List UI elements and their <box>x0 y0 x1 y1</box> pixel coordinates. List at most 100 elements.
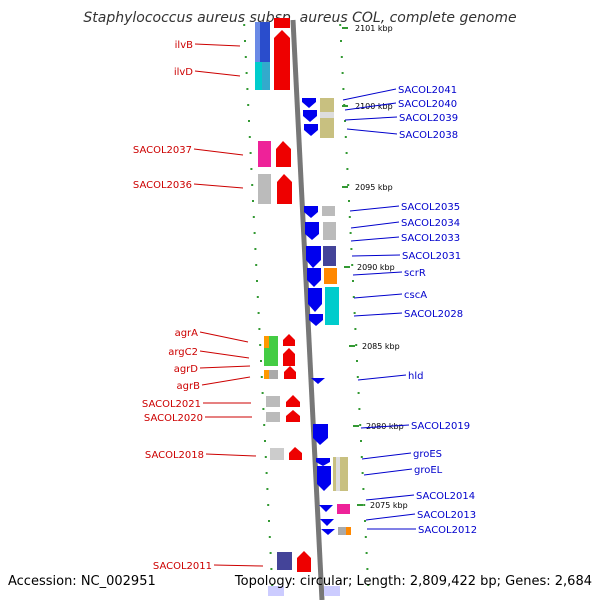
gene-label[interactable]: SACOL2037 <box>133 145 192 156</box>
gene-arrow-SACOL2012[interactable] <box>321 529 335 535</box>
tick-mark <box>356 360 358 362</box>
gene-arrow-top[interactable] <box>274 18 290 28</box>
gene-arrow-SACOL2036[interactable] <box>277 174 292 204</box>
gene-arrow-SACOL2011[interactable] <box>297 551 311 572</box>
tick-mark <box>366 568 369 570</box>
tick-mark <box>352 280 354 282</box>
gene-label[interactable]: SACOL2028 <box>404 309 463 320</box>
gene-arrow-SACOL2040[interactable] <box>303 110 317 122</box>
tick-mark <box>339 24 342 26</box>
gene-block-SACOL2012[interactable] <box>338 527 351 535</box>
gene-block-SACOL2021[interactable] <box>266 396 280 407</box>
gene-label[interactable]: cscA <box>404 290 427 301</box>
gene-label[interactable]: scrR <box>404 268 426 279</box>
gene-arrow-SACOL2019[interactable] <box>313 424 328 445</box>
gene-label[interactable]: agrA <box>175 328 199 339</box>
leader-line <box>357 374 407 381</box>
gene-arrow-agrA[interactable] <box>283 334 295 346</box>
gene-arrow-cscA[interactable] <box>308 288 322 312</box>
tick-mark <box>256 280 258 282</box>
tick-mark <box>367 584 370 586</box>
gene-arrow-groES[interactable] <box>316 458 330 466</box>
gene-block-SACOL2031[interactable] <box>323 246 336 266</box>
tick-mark <box>365 552 368 554</box>
gene-block-SACOL2037[interactable] <box>258 141 271 167</box>
gene-block-SACOL2020[interactable] <box>266 412 280 422</box>
gene-label[interactable]: SACOL2014 <box>416 491 475 502</box>
gene-block-argC2[interactable] <box>264 348 278 366</box>
gene-label[interactable]: ilvB <box>175 40 193 51</box>
gene-block-shade <box>255 22 260 62</box>
tick-mark <box>347 184 350 186</box>
gene-arrow-SACOL2018[interactable] <box>289 447 302 460</box>
gene-arrow-ilvD[interactable] <box>274 62 290 90</box>
gene-arrow-agrD[interactable] <box>284 366 296 379</box>
gene-label[interactable]: SACOL2040 <box>398 99 457 110</box>
gene-label[interactable]: SACOL2013 <box>417 510 476 521</box>
gene-label[interactable]: groES <box>413 449 442 460</box>
gene-label[interactable]: SACOL2035 <box>401 202 460 213</box>
tick-mark <box>353 312 356 314</box>
gene-block-cscA[interactable] <box>325 287 339 325</box>
gene-arrow-SACOL2037[interactable] <box>276 141 291 167</box>
gene-arrow-hld[interactable] <box>311 378 325 384</box>
gene-arrow-SACOL2013[interactable] <box>320 519 334 526</box>
tick-mark <box>265 472 268 474</box>
tick-mark <box>350 248 353 250</box>
gene-arrow-SACOL2028[interactable] <box>309 314 323 326</box>
gene-block-SACOL2036[interactable] <box>258 174 271 204</box>
gene-arrow-SACOL2035[interactable] <box>304 206 318 218</box>
gene-label[interactable]: SACOL2038 <box>399 130 458 141</box>
gene-label[interactable]: SACOL2031 <box>402 251 461 262</box>
gene-label[interactable]: SACOL2019 <box>411 421 470 432</box>
gene-arrow-SACOL2014[interactable] <box>319 505 333 512</box>
leader-line <box>213 564 264 567</box>
gene-block-agrD[interactable] <box>264 370 269 379</box>
gene-block-SACOL2011[interactable] <box>277 552 292 570</box>
gene-label[interactable]: agrB <box>177 381 201 392</box>
leader-line <box>349 205 400 212</box>
gene-arrow-argC2[interactable] <box>283 348 295 366</box>
gene-label[interactable]: agrD <box>174 364 199 375</box>
gene-label[interactable]: SACOL2034 <box>401 218 460 229</box>
gene-block-SACOL2035[interactable] <box>322 206 335 216</box>
gene-arrow-SACOL2020[interactable] <box>286 410 300 422</box>
gene-block-groEL[interactable] <box>333 457 348 491</box>
gene-label[interactable]: SACOL2033 <box>401 233 460 244</box>
tick-mark <box>357 392 360 394</box>
tick-mark <box>252 216 255 218</box>
right-tick-marks <box>339 24 370 586</box>
kbp-label: 2090 kbp <box>357 263 395 272</box>
gene-label[interactable]: hld <box>408 371 423 382</box>
gene-block-SACOL2034[interactable] <box>323 222 336 240</box>
gene-block-agrB[interactable] <box>269 370 278 379</box>
gene-arrow-SACOL2031[interactable] <box>306 246 321 268</box>
gene-label[interactable]: SACOL2021 <box>142 399 201 410</box>
gene-label[interactable]: SACOL2011 <box>153 561 212 572</box>
gene-arrow-SACOL2021[interactable] <box>286 395 300 407</box>
gene-arrow-groEL[interactable] <box>317 466 331 491</box>
leader-line <box>193 148 244 156</box>
gene-arrow-ilvB[interactable] <box>274 30 290 62</box>
leader-line <box>194 70 241 77</box>
gene-arrow-SACOL2041[interactable] <box>302 98 316 108</box>
gene-arrow-SACOL2039[interactable] <box>304 124 318 136</box>
gene-label[interactable]: SACOL2020 <box>144 413 203 424</box>
gene-label[interactable]: SACOL2039 <box>399 113 458 124</box>
gene-arrow-SACOL2034[interactable] <box>305 222 319 240</box>
gene-block-SACOL2014[interactable] <box>337 504 350 514</box>
gene-arrow-scrR[interactable] <box>307 268 321 287</box>
gene-block-SACOL2018[interactable] <box>270 448 284 460</box>
gene-label[interactable]: SACOL2018 <box>145 450 204 461</box>
tick-mark <box>344 136 347 138</box>
gene-label[interactable]: SACOL2012 <box>418 525 477 536</box>
gene-label[interactable]: SACOL2036 <box>133 180 192 191</box>
gene-label[interactable]: SACOL2041 <box>398 85 457 96</box>
gene-block-shade <box>262 62 270 90</box>
gene-block-scrR[interactable] <box>324 268 337 284</box>
gene-label[interactable]: ilvD <box>174 67 193 78</box>
tick-mark <box>261 392 264 394</box>
gene-label[interactable]: groEL <box>414 465 443 476</box>
gene-label[interactable]: argC2 <box>168 347 198 358</box>
